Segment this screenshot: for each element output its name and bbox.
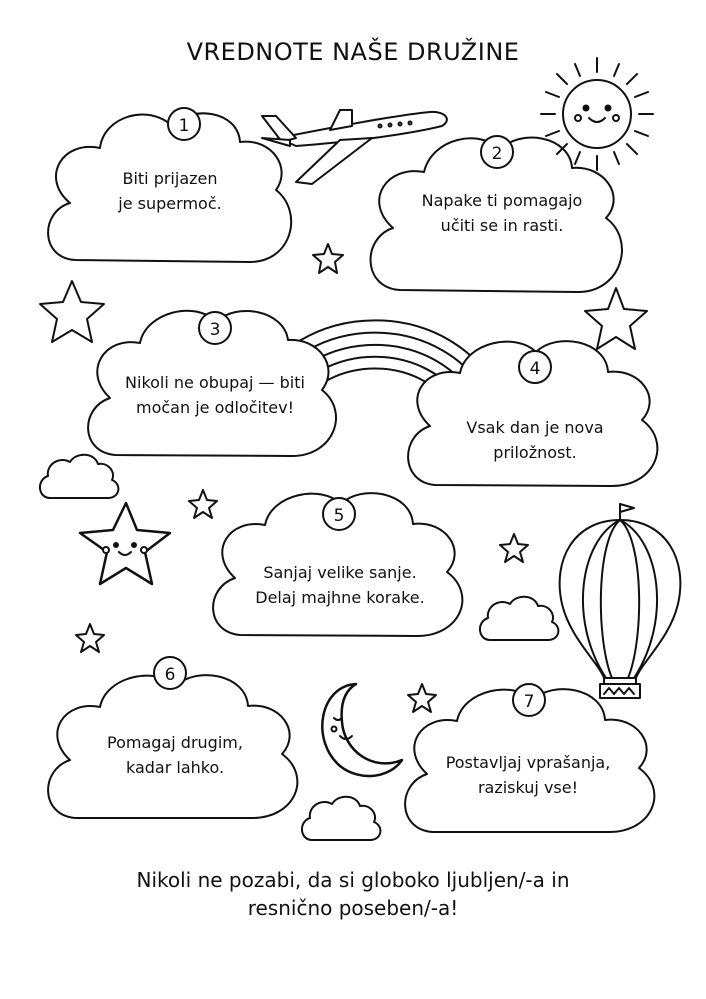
- value-line: Postavljaj vprašanja,: [445, 753, 611, 772]
- value-line: Sanjaj velike sanje.: [263, 563, 417, 582]
- value-line: Napake ti pomagajo: [421, 191, 583, 210]
- star-icon: [312, 243, 344, 274]
- small-cloud-icon: [39, 453, 120, 499]
- value-number-7: 7: [512, 683, 546, 717]
- value-line: Biti prijazen: [122, 169, 218, 188]
- airplane-icon: [261, 109, 448, 185]
- value-line: raziskuj vse!: [477, 778, 579, 797]
- moon-icon: [321, 682, 404, 778]
- value-number-2: 2: [480, 135, 514, 169]
- star-icon: [39, 280, 105, 343]
- star-icon: [584, 287, 648, 350]
- star-icon: [188, 489, 218, 519]
- page-title: VREDNOTE NAŠE DRUŽINE: [186, 38, 520, 66]
- value-text-2: Napake ti pomagajo učiti se in rasti.: [392, 188, 612, 238]
- footer-line-2: resnično poseben/-a!: [247, 896, 459, 920]
- value-text-7: Postavljaj vprašanja, raziskuj vse!: [418, 750, 638, 800]
- value-text-5: Sanjaj velike sanje. Delaj majhne korake…: [230, 560, 450, 610]
- value-line: je supermoč.: [118, 194, 222, 213]
- value-number-3: 3: [198, 311, 232, 345]
- value-text-1: Biti prijazen je supermoč.: [80, 166, 260, 216]
- value-line: Delaj majhne korake.: [255, 588, 425, 607]
- sun-icon: [540, 57, 654, 171]
- value-line: Pomagaj drugim,: [107, 733, 243, 752]
- footer-line-1: Nikoli ne pozabi, da si globoko ljubljen…: [136, 868, 570, 892]
- value-line: Nikoli ne obupaj — biti: [125, 373, 305, 392]
- small-cloud-icon: [479, 595, 560, 641]
- footer-message: Nikoli ne pozabi, da si globoko ljubljen…: [60, 866, 646, 922]
- star-icon: [407, 683, 437, 713]
- small-cloud-icon: [301, 795, 382, 841]
- star-icon: [499, 533, 529, 563]
- value-text-3: Nikoli ne obupaj — biti močan je odločit…: [100, 370, 330, 420]
- value-line: Vsak dan je nova: [466, 418, 604, 437]
- star-icon: [75, 623, 105, 653]
- value-text-4: Vsak dan je nova priložnost.: [425, 415, 645, 465]
- value-line: močan je odločitev!: [136, 398, 294, 417]
- hot-air-balloon-icon: [558, 503, 682, 699]
- value-line: priložnost.: [493, 443, 577, 462]
- value-number-6: 6: [153, 656, 187, 690]
- value-text-6: Pomagaj drugim, kadar lahko.: [65, 730, 285, 780]
- value-line: učiti se in rasti.: [440, 216, 564, 235]
- value-line: kadar lahko.: [125, 758, 225, 777]
- value-number-1: 1: [167, 107, 201, 141]
- value-number-4: 4: [518, 350, 552, 384]
- smiling-star-icon: [78, 501, 172, 586]
- value-number-5: 5: [322, 497, 356, 531]
